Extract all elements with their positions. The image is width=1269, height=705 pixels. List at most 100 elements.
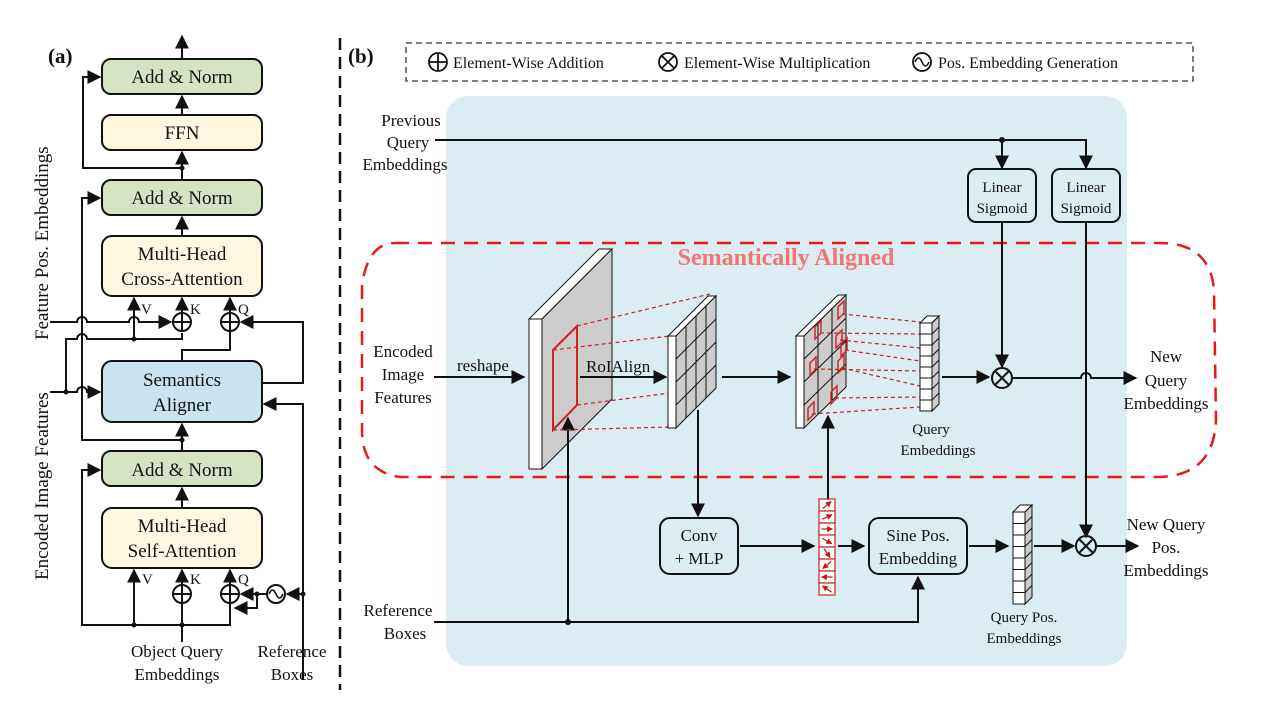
vector-cell <box>919 388 933 401</box>
vector-cell <box>1012 511 1026 524</box>
svg-text:Add & Norm: Add & Norm <box>131 460 233 481</box>
new-query-pos-label-3: Embeddings <box>1124 561 1209 580</box>
offsets-vector <box>818 498 836 596</box>
new-query-pos-label-2: Pos. <box>1152 538 1181 557</box>
vector-cell <box>1012 546 1026 559</box>
offset-arrow-icon <box>823 548 831 558</box>
vector-cell <box>919 366 933 379</box>
svg-text:Semantics: Semantics <box>143 370 221 391</box>
reference-boxes-label-b-2: Boxes <box>384 624 427 643</box>
svg-text:Sigmoid: Sigmoid <box>1061 201 1112 217</box>
vector-cell <box>1012 592 1026 605</box>
query-embeddings-label: Query <box>912 422 950 438</box>
encoded-features-label-b: Encoded <box>373 342 433 361</box>
sine-wave-icon <box>266 584 286 604</box>
encoded-features-label: Encoded Image Features <box>32 392 53 580</box>
circle-plus-icon <box>172 312 192 332</box>
circle-plus-icon <box>172 584 192 604</box>
previous-query-label-2: Query <box>387 133 430 152</box>
offset-arrow-icon <box>822 561 832 569</box>
circle-times-icon <box>658 52 678 72</box>
svg-text:Multi-Head: Multi-Head <box>138 516 227 537</box>
semantic-region-border <box>360 241 1218 479</box>
sine-wave-icon <box>912 52 932 72</box>
svg-text:+ MLP: + MLP <box>675 549 724 568</box>
legend-pos-embedding: Pos. Embedding Generation <box>938 55 1118 72</box>
vector-cell <box>1012 580 1026 593</box>
feature-map <box>527 247 614 471</box>
svg-text:Aligner: Aligner <box>153 395 212 416</box>
new-query-label: New <box>1150 347 1183 366</box>
ffn-block: FFN <box>101 114 263 151</box>
circle-plus-icon <box>220 584 240 604</box>
encoded-features-label-b-2: Image <box>382 365 424 384</box>
svg-text:Add & Norm: Add & Norm <box>131 188 233 209</box>
offset-arrow-icon <box>822 585 832 593</box>
self-attention-block: Multi-Head Self-Attention <box>101 507 263 569</box>
vector-cell <box>1012 557 1026 570</box>
new-query-label-2: Query <box>1145 371 1188 390</box>
new-query-label-3: Embeddings <box>1124 394 1209 413</box>
object-query-label: Object Query <box>131 642 224 661</box>
semantics-aligner-block: Semantics Aligner <box>101 360 263 423</box>
svg-text:Conv: Conv <box>681 526 718 545</box>
query-embeddings-label-2: Embeddings <box>901 443 976 459</box>
reference-boxes-label-b: Reference <box>364 601 433 620</box>
legend-multiplication: Element-Wise Multiplication <box>684 55 870 72</box>
sampled-feature-grid <box>794 293 848 430</box>
offset-arrow-icon <box>822 501 832 509</box>
vector-cell <box>919 344 933 357</box>
svg-text:Linear: Linear <box>1066 180 1105 196</box>
svg-text:FFN: FFN <box>165 123 200 144</box>
add-norm-bottom-block: Add & Norm <box>101 450 263 487</box>
reference-boxes-label-a: Reference <box>258 642 327 661</box>
svg-text:Add & Norm: Add & Norm <box>131 67 233 88</box>
linear-sigmoid-block-1: Linear Sigmoid <box>967 168 1037 223</box>
roialign-label: RoIAlign <box>586 357 651 376</box>
svg-text:Sigmoid: Sigmoid <box>977 201 1028 217</box>
svg-text:Self-Attention: Self-Attention <box>128 541 237 562</box>
circle-plus-icon <box>428 52 448 72</box>
previous-query-label-3: Embeddings <box>363 155 448 174</box>
linear-sigmoid-block-2: Linear Sigmoid <box>1051 168 1121 223</box>
cross-attention-block: Multi-Head Cross-Attention <box>101 235 263 297</box>
svg-text:Embedding: Embedding <box>879 549 958 568</box>
query-pos-embeddings-vector <box>1011 503 1034 606</box>
query-pos-embeddings-label-2: Embeddings <box>987 631 1062 647</box>
vector-cell <box>1012 534 1026 547</box>
reshape-label: reshape <box>457 356 509 375</box>
vector-cell <box>919 355 933 368</box>
vector-cell <box>919 333 933 346</box>
reference-boxes-label-a-2: Boxes <box>271 665 314 684</box>
sampling-lines <box>811 313 921 415</box>
vector-cell <box>919 322 933 335</box>
svg-text:Multi-Head: Multi-Head <box>138 244 227 265</box>
legend-addition: Element-Wise Addition <box>453 55 604 72</box>
svg-text:Linear: Linear <box>982 180 1021 196</box>
port-v-cross: V <box>141 302 152 318</box>
sine-pos-embedding-block: Sine Pos. Embedding <box>868 517 968 575</box>
offset-arrow-icon <box>821 537 833 545</box>
port-k-self: K <box>190 572 201 588</box>
query-pos-embeddings-label: Query Pos. <box>991 610 1058 626</box>
svg-text:Cross-Attention: Cross-Attention <box>121 269 243 290</box>
panel-b-tag: (b) <box>348 44 374 68</box>
port-k-cross: K <box>190 302 201 318</box>
region-title: Semantically Aligned <box>678 245 895 271</box>
port-v-self: V <box>142 572 153 588</box>
add-norm-mid-block: Add & Norm <box>101 179 263 216</box>
new-query-pos-label: New Query <box>1127 515 1206 534</box>
vector-cell <box>919 377 933 390</box>
vector-cell <box>919 399 933 412</box>
panel-a-tag: (a) <box>48 44 73 68</box>
previous-query-label: Previous <box>381 111 441 130</box>
vector-cell <box>1012 569 1026 582</box>
circle-plus-icon <box>220 312 240 332</box>
add-norm-top-block: Add & Norm <box>101 58 263 95</box>
port-q-self: Q <box>238 572 249 588</box>
svg-text:Sine Pos.: Sine Pos. <box>886 526 949 545</box>
roi-feature-grid <box>666 294 718 430</box>
port-q-cross: Q <box>238 302 249 318</box>
encoded-features-label-b-3: Features <box>374 388 432 407</box>
